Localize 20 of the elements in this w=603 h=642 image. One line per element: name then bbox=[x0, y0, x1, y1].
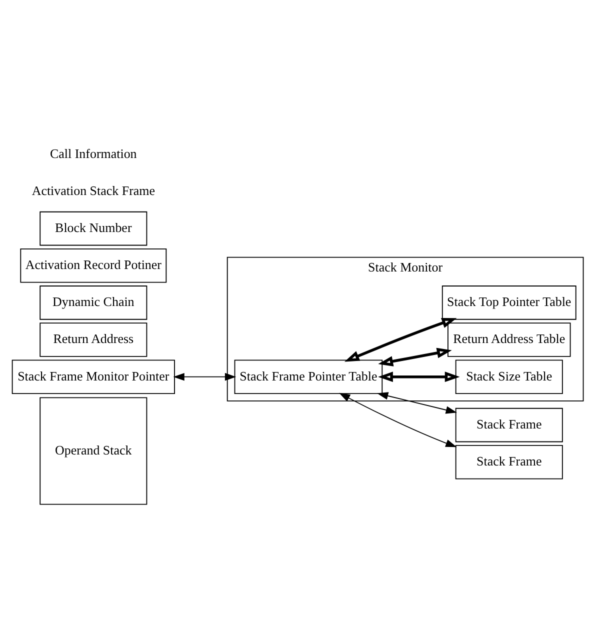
label: Activation Stack Frame bbox=[32, 182, 155, 198]
node-box: Stack Frame Pointer Table bbox=[234, 360, 383, 394]
node-box: Stack Frame bbox=[455, 444, 563, 480]
node-box: Dynamic Chain bbox=[40, 286, 148, 320]
node-box: Block Number bbox=[40, 211, 148, 246]
node-box: Activation Record Potiner bbox=[20, 248, 167, 283]
arrow bbox=[344, 318, 457, 362]
node-box: Stack Frame Monitor Pointer bbox=[12, 360, 175, 394]
arrow bbox=[378, 372, 460, 382]
node-box: Return Address Table bbox=[447, 322, 571, 357]
node-box: Stack Size Table bbox=[455, 360, 563, 394]
arrow bbox=[338, 392, 457, 448]
label: Call Information bbox=[50, 146, 137, 161]
node-box: Stack Top Pointer Table bbox=[442, 286, 576, 320]
arrow bbox=[377, 392, 457, 414]
node-box: Return Address bbox=[40, 322, 148, 357]
arrow bbox=[378, 348, 452, 366]
node-box: Operand Stack bbox=[40, 397, 148, 505]
arrow bbox=[173, 372, 236, 381]
node-box: Stack Frame bbox=[455, 408, 563, 442]
